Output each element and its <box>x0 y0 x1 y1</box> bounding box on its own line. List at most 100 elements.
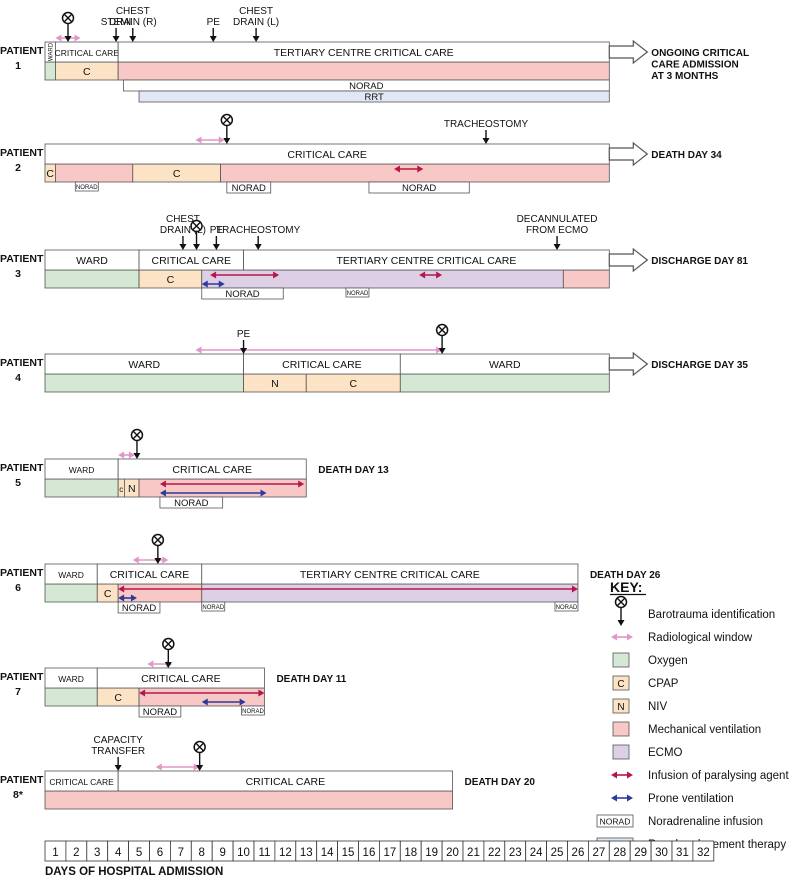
norad-box <box>554 601 579 612</box>
rrt-label: RRT <box>364 92 384 103</box>
support-oxygen <box>44 583 98 603</box>
day-number: 16 <box>363 847 376 859</box>
event-arrow <box>240 340 248 354</box>
day-number: 15 <box>342 847 355 859</box>
prone-ventilation-arrow-head-right <box>239 698 246 706</box>
event-arrow <box>179 236 187 250</box>
day-number: 7 <box>178 847 184 859</box>
barotrauma-arrow <box>196 752 204 771</box>
event-label: STEMI <box>101 17 132 28</box>
event-arrow-head <box>212 244 220 250</box>
support-mech_vent <box>562 269 610 289</box>
paralysing-agent-arrow-head-left <box>394 165 401 173</box>
radiological-window-arrow-head-right <box>128 451 135 459</box>
prone-ventilation-arrow-head-left <box>201 698 208 706</box>
stage-label: CRITICAL CARE <box>282 359 362 371</box>
support-cpap-letter: C <box>46 168 54 180</box>
day-number: 23 <box>509 847 522 859</box>
barotrauma-arrow <box>223 125 231 144</box>
event-arrow-head <box>179 244 187 250</box>
barotrauma-arrow <box>133 440 141 459</box>
norad-label: NORAD <box>143 707 177 718</box>
stage-label: CRITICAL CARE <box>287 149 367 161</box>
barotrauma-arrow-head <box>164 662 172 668</box>
support-cpap-letter: c <box>119 485 123 494</box>
barotrauma-arrow <box>193 231 201 250</box>
support-mech_vent <box>138 687 265 707</box>
event-arrow <box>254 236 262 250</box>
barotrauma-arrow-head <box>617 620 625 626</box>
patient-label: PATIENT <box>0 253 44 265</box>
barotrauma-arrow <box>438 335 446 354</box>
stage-box <box>117 458 307 480</box>
day-number: 20 <box>446 847 459 859</box>
patient-label: PATIENT <box>0 774 44 786</box>
day-number: 13 <box>300 847 313 859</box>
event-arrow <box>482 130 490 144</box>
key-item-label: Noradrenaline infusion <box>648 816 763 828</box>
prone-ventilation-arrow <box>159 489 267 497</box>
prone-ventilation-arrow-head-left <box>159 489 166 497</box>
day-number: 22 <box>488 847 501 859</box>
key-norad-box <box>596 814 634 828</box>
paralysing-agent-arrow-head-left <box>419 271 426 279</box>
event-arrow-head <box>112 36 120 42</box>
radiological-window-arrow-head-left <box>155 763 162 771</box>
key-item-mech_vent: Mechanical ventilation <box>612 721 761 737</box>
event-arrow-head <box>114 765 122 771</box>
norad-box <box>345 287 370 298</box>
paralysing-agent-arrow-head-right <box>258 689 265 697</box>
paralysing-agent-arrow <box>394 165 424 173</box>
day-number: 32 <box>697 847 710 859</box>
stage-label: CRITICAL CARE <box>110 569 190 581</box>
key-item-label: Infusion of paralysing agent <box>648 770 789 782</box>
norad-label: NORAD <box>202 605 224 611</box>
norad-label: NORAD <box>347 291 369 297</box>
cross-mark <box>616 597 626 607</box>
patient-label: PATIENT <box>0 567 44 579</box>
radiological-window-arrow <box>155 763 200 771</box>
norad-label: NORAD <box>122 603 156 614</box>
day-number: 14 <box>321 847 334 859</box>
stage-label: WARD <box>76 255 108 267</box>
prone-ventilation-arrow-head-left <box>118 594 125 602</box>
ongoing-arrow-icon <box>608 247 649 273</box>
event-label: CAPACITY <box>94 735 144 746</box>
patient-number: 3 <box>15 268 21 280</box>
barotrauma-arrow <box>164 649 172 668</box>
support-oxygen <box>44 687 98 707</box>
outcome-label: DISCHARGE DAY 35 <box>651 360 748 371</box>
support-cpap-letter: C <box>104 588 112 600</box>
cross-mark <box>63 13 73 23</box>
stage-label: CRITICAL CARE <box>152 255 232 267</box>
day-number: 4 <box>115 847 122 859</box>
norad-label: NORAD <box>232 183 266 194</box>
day-number: 11 <box>258 847 270 859</box>
axis-title: DAYS OF HOSPITAL ADMISSION <box>45 866 223 877</box>
prone-ventilation-arrow <box>201 698 246 706</box>
event-label: PE <box>207 17 221 28</box>
barotrauma-arrow <box>154 545 162 564</box>
outcome-label: DEATH DAY 26 <box>590 570 661 581</box>
day-number: 10 <box>237 847 250 859</box>
radiological-window-arrow-head-right <box>193 763 200 771</box>
cross-mark <box>192 221 201 231</box>
support-ecmo <box>201 583 579 603</box>
key-prone-arrow-head-left <box>611 794 617 802</box>
outcome-label: DEATH DAY 34 <box>651 150 722 161</box>
key-radiological-arrow-head-right <box>627 633 633 641</box>
barotrauma-arrow <box>617 607 625 626</box>
prone-ventilation-arrow-head-left <box>201 280 208 288</box>
prone-ventilation-arrow-head-right <box>218 280 225 288</box>
barotrauma-marker <box>435 323 449 354</box>
barotrauma-arrow-head <box>196 765 204 771</box>
norad-label: NORAD <box>174 498 208 509</box>
stage-label: WARD <box>49 42 55 61</box>
stage-label: CRITICAL CARE <box>172 464 252 476</box>
